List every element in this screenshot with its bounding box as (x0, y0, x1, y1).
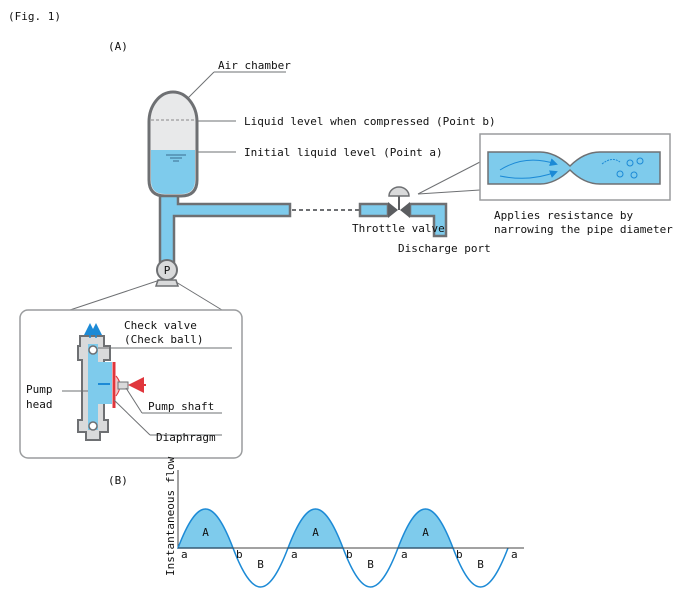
point-label: a (401, 548, 408, 561)
initial-liquid-level-label: Initial liquid level (Point a) (244, 146, 443, 159)
pump-icon: P (154, 259, 180, 287)
point-label: b (346, 548, 353, 561)
flow-chart: Instantaneous flow A B A B A B a b a b a b a (164, 456, 524, 588)
point-label: a (291, 548, 298, 561)
region-label-a: A (422, 526, 429, 539)
region-label-b: B (257, 558, 264, 571)
flow-lobe-negative (452, 547, 509, 588)
region-label-b: B (367, 558, 374, 571)
discharge-port-label: Discharge port (398, 242, 491, 255)
throttle-valve-icon (388, 186, 410, 218)
liquid-level-symbol-icon (166, 154, 186, 162)
check-valve-label-line2: (Check ball) (124, 333, 203, 346)
resistance-label-line1: Applies resistance by (494, 209, 633, 222)
flow-lobe-negative (232, 547, 289, 588)
resistance-label-line2: narrowing the pipe diameter (494, 223, 673, 236)
pipe-narrowing-inset (479, 133, 671, 201)
flow-lobe-positive (176, 508, 235, 549)
air-chamber-label: Air chamber (218, 59, 291, 72)
pipe-network (158, 194, 448, 264)
chart-y-label: Instantaneous flow (164, 456, 177, 576)
pump-head-inset (19, 309, 243, 459)
flow-lobe-negative (342, 547, 399, 588)
throttle-valve-label: Throttle valve (352, 222, 445, 235)
flow-lobe-positive (286, 508, 345, 549)
check-valve-label-line1: Check valve (124, 319, 197, 332)
point-label: b (236, 548, 243, 561)
diaphragm-label: Diaphragm (156, 431, 216, 444)
pump-shaft-label: Pump shaft (148, 400, 214, 413)
pump-head-label-line2: head (26, 398, 53, 411)
panel-b-label: (B) (108, 474, 128, 487)
liquid-level-compressed-label: Liquid level when compressed (Point b) (244, 115, 496, 128)
air-chamber (147, 90, 199, 198)
point-label: b (456, 548, 463, 561)
point-label: a (511, 548, 518, 561)
point-label: a (181, 548, 188, 561)
pump-head-label-line1: Pump (26, 383, 53, 396)
panel-a-label: (A) (108, 40, 128, 53)
region-label-b: B (477, 558, 484, 571)
region-label-a: A (202, 526, 209, 539)
figure-caption: (Fig. 1) (8, 10, 61, 23)
region-label-a: A (312, 526, 319, 539)
flow-wave (176, 508, 509, 588)
pump-symbol: P (164, 264, 171, 277)
flow-lobe-positive (396, 508, 455, 549)
